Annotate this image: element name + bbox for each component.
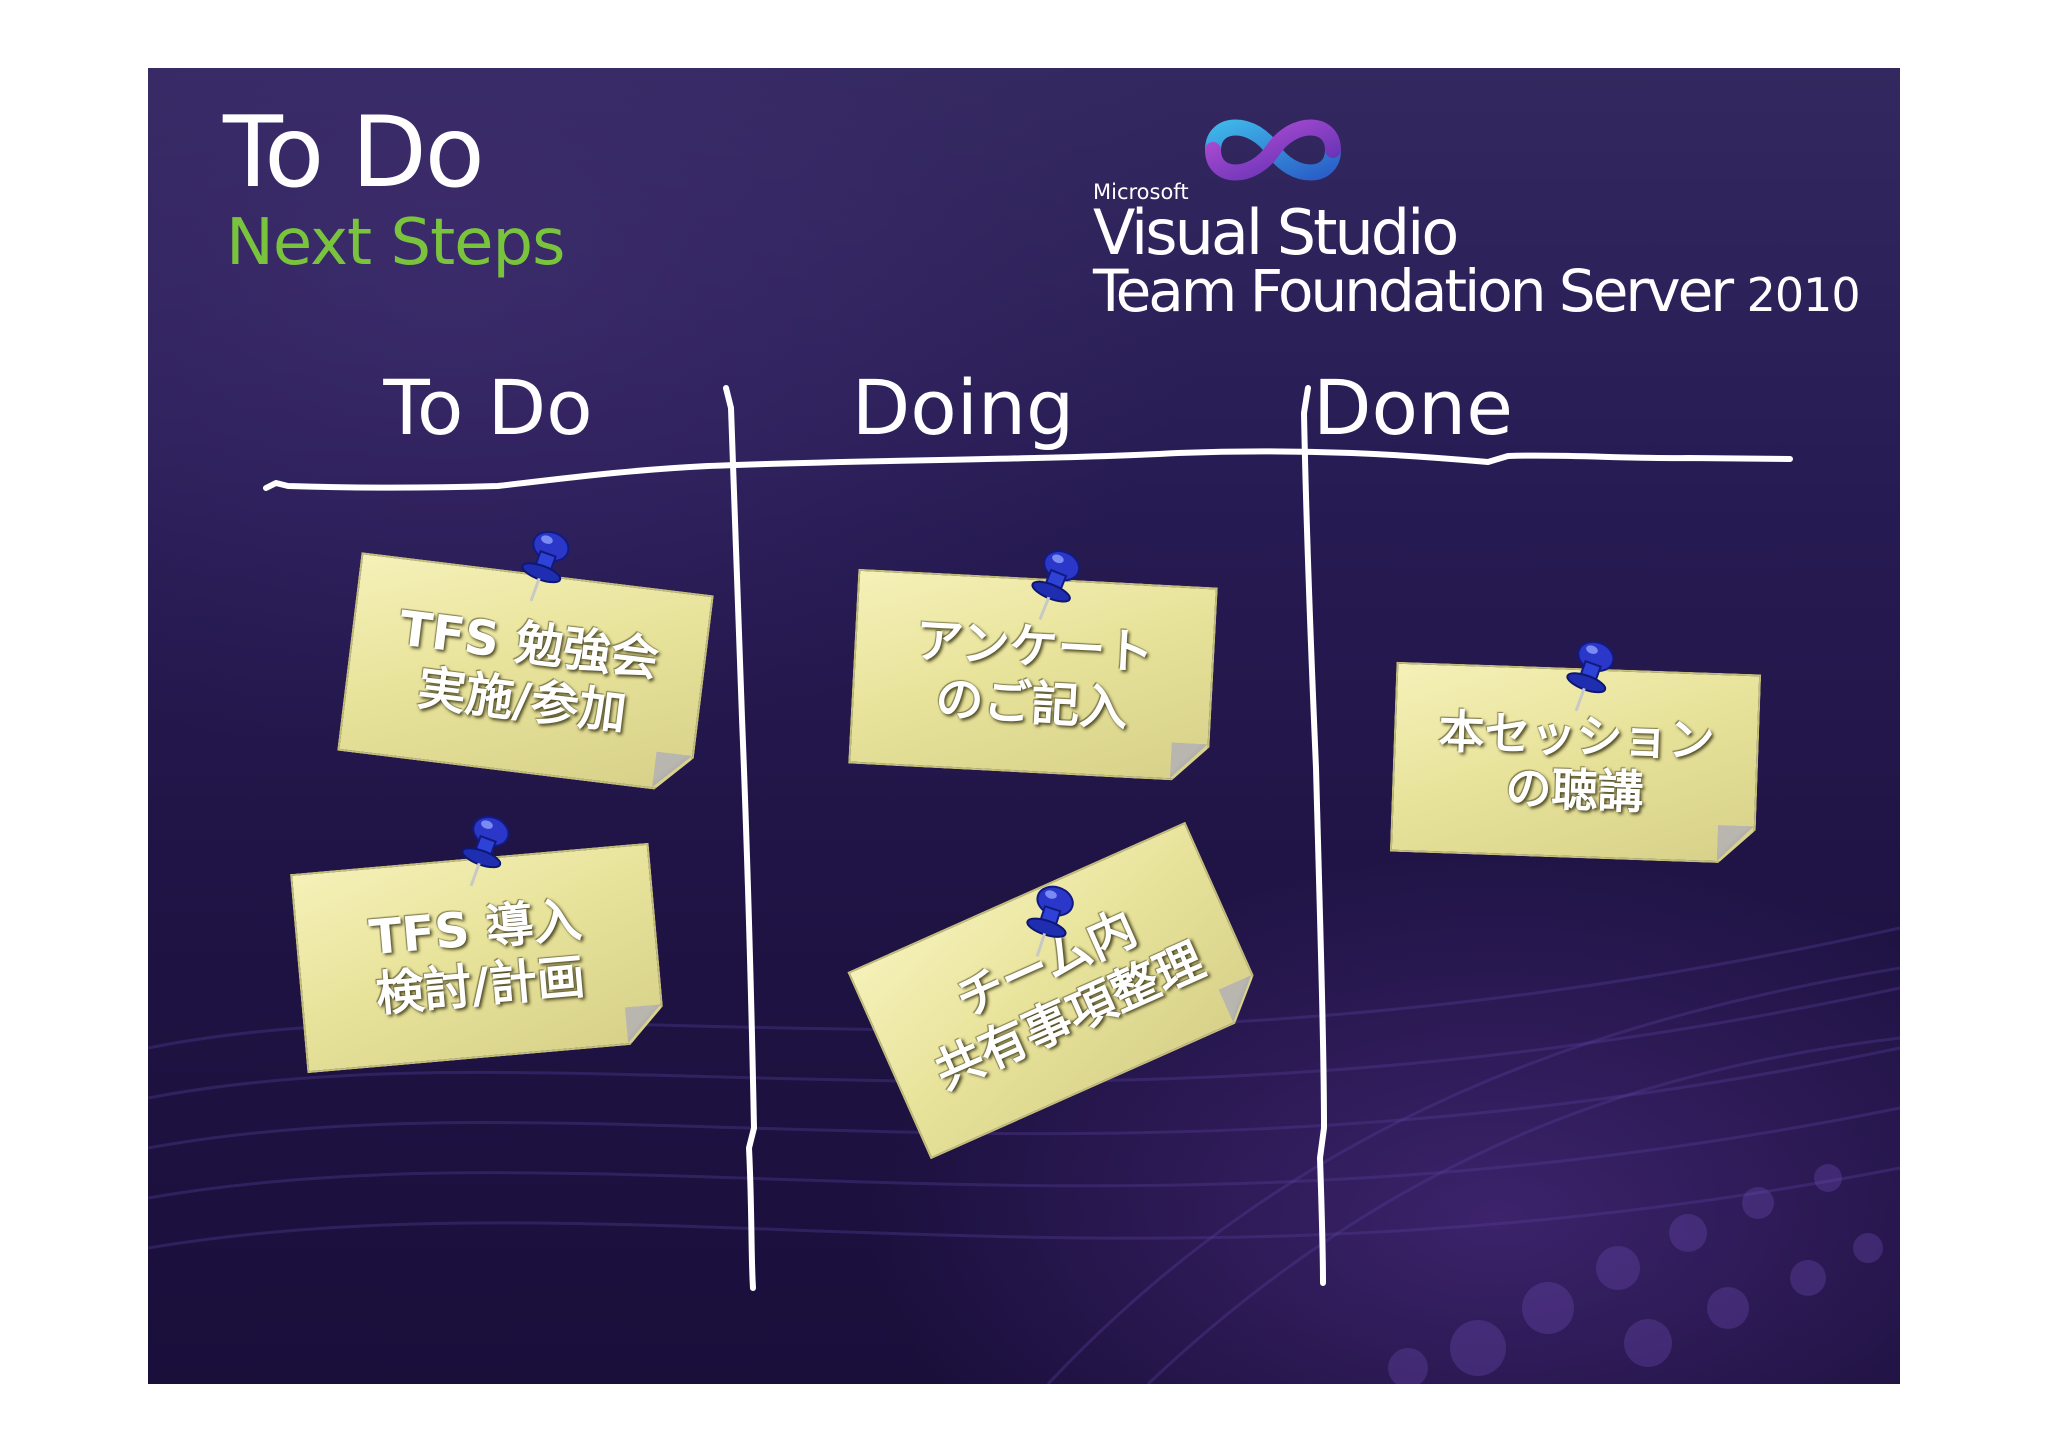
- background-swirl: [148, 926, 1900, 1384]
- logo-company: Microsoft: [1093, 180, 1189, 204]
- pushpin-icon: [461, 815, 510, 887]
- board-grid-lines: [263, 385, 1793, 1291]
- column-divider-left: [723, 385, 757, 1291]
- logo-product: Visual Studio: [1093, 196, 1459, 269]
- logo-year: 2010: [1746, 268, 1861, 322]
- pushpin-icon: [1031, 550, 1081, 621]
- sticky-note-text: アンケート のご記入: [914, 612, 1155, 737]
- slide: To Do Next Steps Microsoft Visual Studio…: [148, 68, 1900, 1384]
- sticky-note-text: TFS 導入 検討/計画: [367, 892, 588, 1023]
- pushpin-icon: [1026, 885, 1074, 957]
- logo-edition: Team Foundation Server 2010: [1093, 262, 1861, 322]
- product-logo: Microsoft Visual Studio Team Foundation …: [1093, 110, 1883, 370]
- slide-title: To Do: [223, 96, 485, 210]
- column-header-todo: To Do: [383, 363, 593, 452]
- column-divider-right: [1301, 385, 1327, 1286]
- logo-edition-name: Team Foundation Server: [1093, 257, 1734, 325]
- slide-subtitle: Next Steps: [226, 206, 565, 280]
- pushpin-icon: [1566, 640, 1615, 712]
- column-header-doing: Doing: [851, 363, 1075, 452]
- infinity-logo-icon: [1205, 119, 1341, 181]
- sticky-note-text: TFS 勉強会 実施/参加: [396, 600, 662, 742]
- pushpin-icon: [521, 530, 570, 602]
- header-divider-line: [263, 448, 1793, 491]
- column-header-done: Done: [1313, 363, 1513, 452]
